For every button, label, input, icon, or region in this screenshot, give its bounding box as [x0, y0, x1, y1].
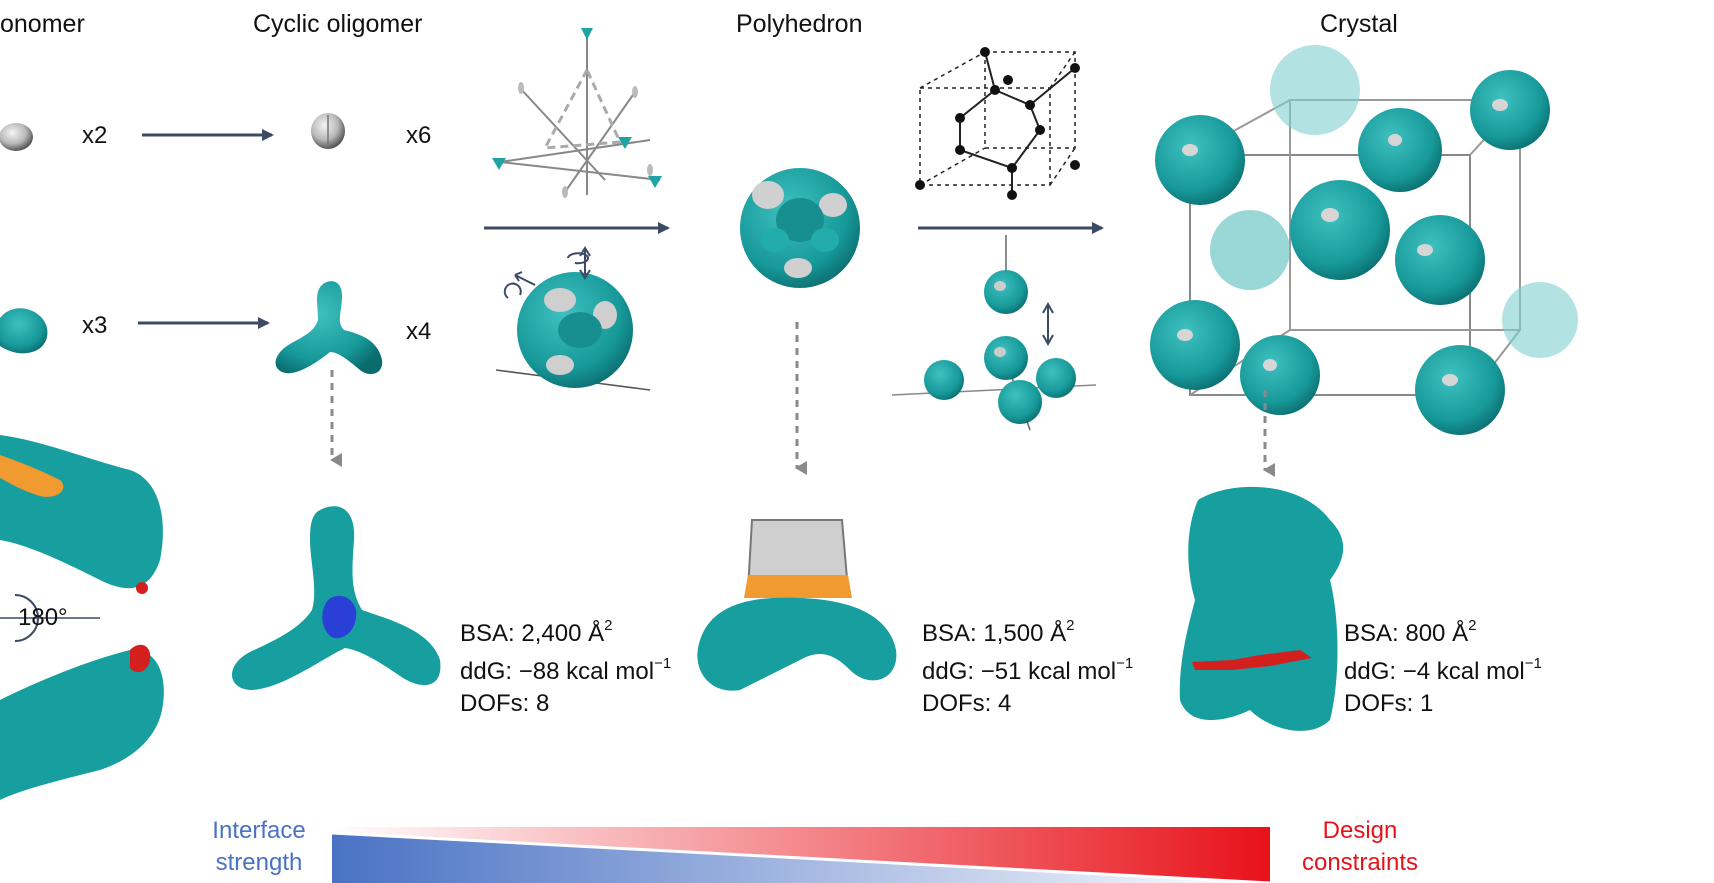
- design-constraints-line2: constraints: [1301, 849, 1419, 876]
- design-constraints-line1: Design: [1322, 817, 1398, 844]
- dofs-value: DOFs: 4: [922, 690, 1012, 717]
- stats-crystal: BSA: 800 Å2 ddG: −4 kcal mol−1 DOFs: 1: [1344, 612, 1542, 720]
- ddg-superscript: −1: [1116, 655, 1134, 672]
- multiplier-x2: x2: [82, 122, 108, 149]
- bsa-value: BSA: 800 Å: [1344, 620, 1469, 647]
- monomer-teal-blob: [0, 308, 48, 354]
- polyhedron-cage: [740, 168, 860, 288]
- design-constraints-label: Design constraints: [1280, 815, 1440, 879]
- bsa-value: BSA: 2,400 Å: [460, 620, 605, 647]
- trimer-surface: [232, 506, 441, 690]
- stats-polyhedron: BSA: 1,500 Å2 ddG: −51 kcal mol−1 DOFs: …: [922, 612, 1133, 720]
- crystal-contact-surface: [1179, 486, 1344, 731]
- multiplier-x3: x3: [82, 312, 108, 339]
- monomer-surface-top: [0, 435, 163, 594]
- stage-title-cyclic-oligomer: Cyclic oligomer: [253, 10, 423, 38]
- ddg-value: ddG: −51 kcal mol: [922, 658, 1117, 685]
- ddg-value: ddG: −4 kcal mol: [1344, 658, 1525, 685]
- dofs-value: DOFs: 1: [1344, 690, 1434, 717]
- bsa-superscript: 2: [1066, 617, 1075, 634]
- dimer-sphere: [311, 113, 345, 149]
- gradient-bar: [331, 827, 1271, 883]
- bsa-superscript: 2: [1468, 617, 1477, 634]
- stage-title-polyhedron: Polyhedron: [736, 10, 863, 38]
- crystal-unit-cell: [1150, 45, 1578, 435]
- bsa-superscript: 2: [604, 617, 613, 634]
- interface-strength-label: Interface strength: [196, 815, 322, 879]
- ddg-superscript: −1: [654, 655, 672, 672]
- monomer-sphere: [0, 123, 33, 151]
- stage-title-crystal: Crystal: [1320, 10, 1398, 38]
- interface-strength-line2: strength: [215, 849, 303, 876]
- tetrahedral-symmetry-diagram: [492, 28, 662, 198]
- ddg-value: ddG: −88 kcal mol: [460, 658, 655, 685]
- rotation-label: 180°: [18, 604, 68, 631]
- trimer-blob: [275, 281, 383, 375]
- monomer-surface-bottom: [0, 644, 164, 800]
- stage-title-monomer: onomer: [0, 10, 85, 38]
- cage-lattice-fragment: [891, 235, 1097, 431]
- multiplier-x6: x6: [406, 122, 432, 149]
- bsa-value: BSA: 1,500 Å: [922, 620, 1067, 647]
- interface-strength-line1: Interface: [212, 817, 306, 844]
- ddg-superscript: −1: [1524, 655, 1542, 672]
- rotation-symbol: [0, 594, 100, 642]
- multiplier-x4: x4: [406, 318, 432, 345]
- dofs-value: DOFs: 8: [460, 690, 550, 717]
- diamond-lattice-cube: [915, 47, 1080, 200]
- polyhedron-surface: [697, 519, 897, 691]
- tetrahedral-assembly: [495, 246, 651, 391]
- stats-oligomer: BSA: 2,400 Å2 ddG: −88 kcal mol−1 DOFs: …: [460, 612, 671, 720]
